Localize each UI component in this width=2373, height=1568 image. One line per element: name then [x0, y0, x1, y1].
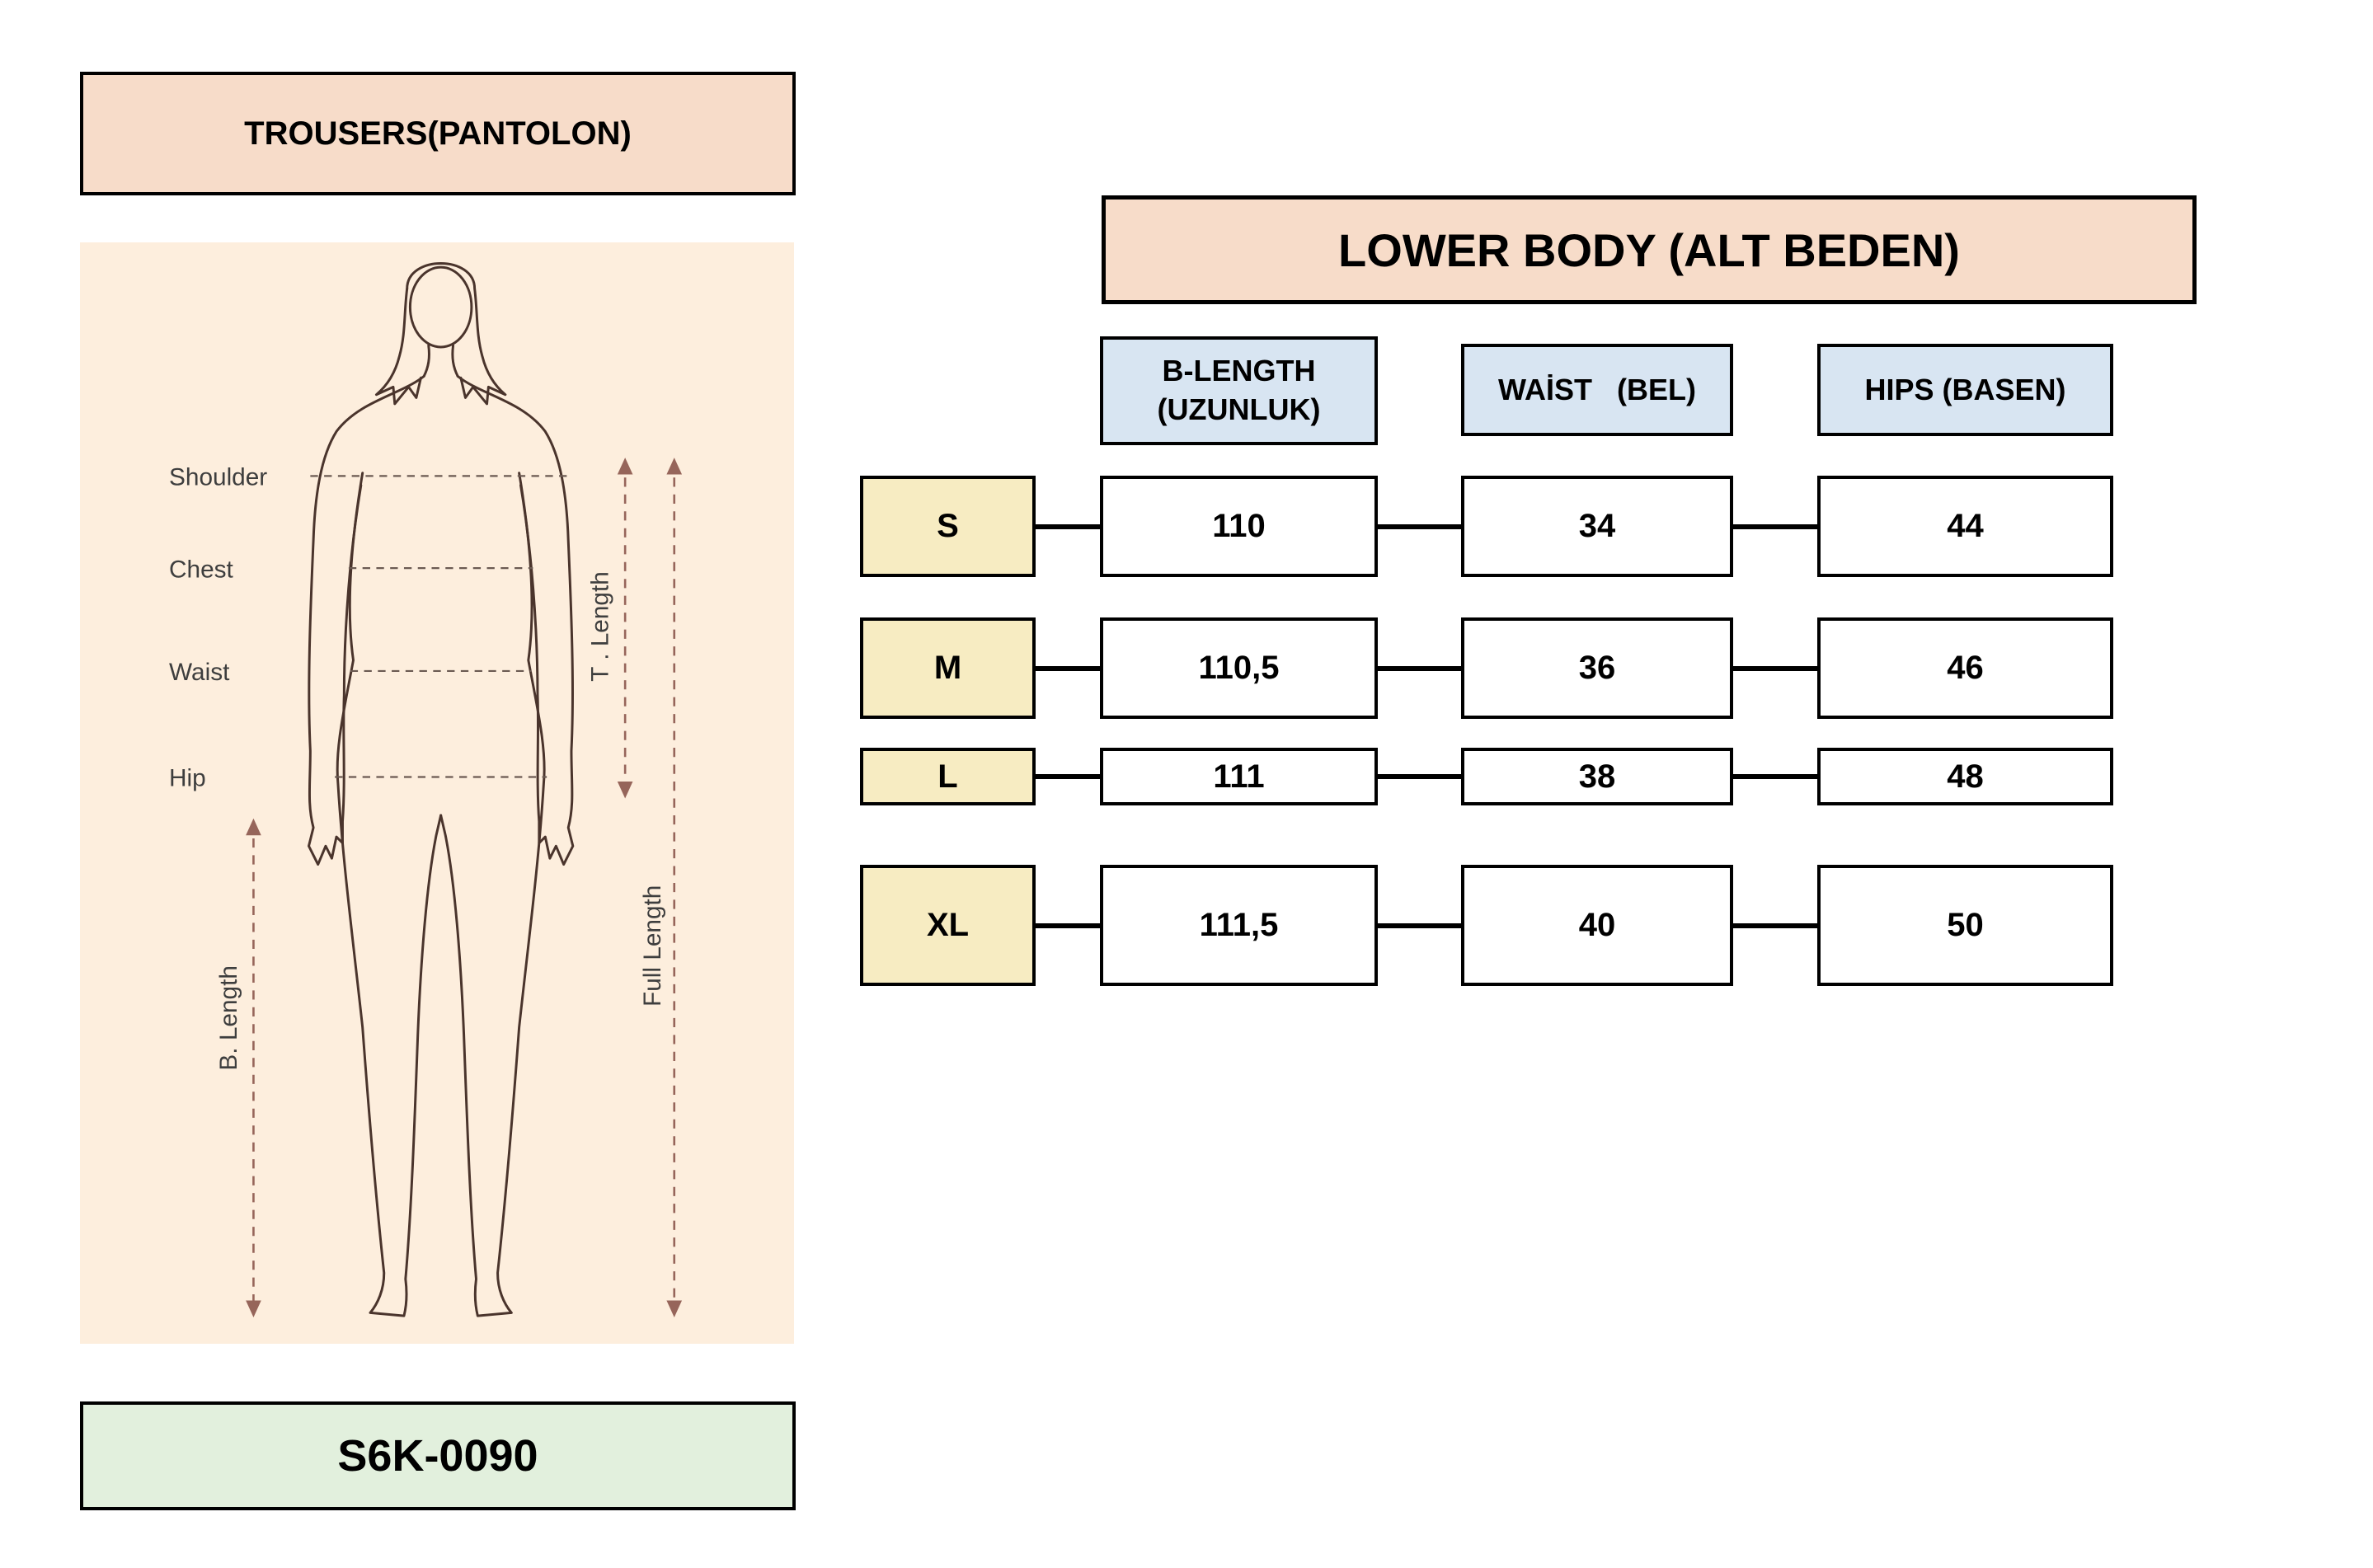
figure-torso-leg-right: [439, 472, 546, 1317]
value-waist: 34: [1461, 476, 1733, 577]
size-label: M: [860, 617, 1036, 719]
t-length-arrowhead-bottom: [617, 782, 633, 799]
size-row-l: L 111 38 48: [0, 748, 2373, 805]
b-length-arrowhead-top: [246, 818, 261, 836]
value-hips: 50: [1817, 865, 2113, 986]
figure-arm-left: [308, 374, 425, 866]
full-length-arrowhead-bottom: [666, 1300, 683, 1317]
connector-line: [1376, 523, 1463, 529]
connector-line: [1036, 774, 1102, 779]
connector-line: [1732, 523, 1819, 529]
figure-head: [408, 265, 473, 349]
figure-arm-right: [456, 374, 575, 866]
connector-line: [1376, 665, 1463, 671]
column-header-hips: HIPS (BASEN): [1817, 344, 2113, 436]
t-length-arrowhead-top: [617, 458, 633, 475]
waist-label: Waist: [169, 659, 230, 686]
connector-line: [1036, 922, 1102, 928]
connector-line: [1036, 665, 1102, 671]
value-length: 110,5: [1100, 617, 1378, 719]
connector-line: [1732, 774, 1819, 779]
full-length-label: Full Length: [639, 885, 666, 1007]
size-label: L: [860, 748, 1036, 805]
connector-line: [1732, 665, 1819, 671]
figure-hair-left: [374, 287, 422, 406]
value-waist: 36: [1461, 617, 1733, 719]
t-length-label: T . Length: [587, 571, 614, 682]
table-title: LOWER BODY (ALT BEDEN): [1102, 195, 2197, 304]
column-header-waist: WAİST (BEL): [1461, 344, 1733, 436]
connector-line: [1376, 922, 1463, 928]
product-type-box: TROUSERS(PANTOLON): [80, 72, 796, 195]
value-hips: 46: [1817, 617, 2113, 719]
b-length-label: B. Length: [215, 965, 242, 1071]
size-row-m: M 110,5 36 46: [0, 617, 2373, 719]
value-length: 110: [1100, 476, 1378, 577]
hip-label: Hip: [169, 765, 206, 792]
b-length-arrowhead-bottom: [246, 1300, 261, 1317]
figure-torso-leg-left: [336, 472, 443, 1317]
product-code-box: S6K-0090: [80, 1401, 796, 1510]
body-figure-panel: Shoulder Chest Waist Hip T . Length Full…: [80, 242, 794, 1344]
value-length: 111,5: [1100, 865, 1378, 986]
size-label: XL: [860, 865, 1036, 986]
length-arrows: [252, 460, 676, 1315]
size-row-s: S 110 34 44: [0, 476, 2373, 577]
figure-hair-right: [406, 262, 507, 406]
size-row-xl: XL 111,5 40 50: [0, 865, 2373, 986]
body-measurement-figure: Shoulder Chest Waist Hip T . Length Full…: [169, 262, 683, 1317]
connector-line: [1376, 774, 1463, 779]
connector-line: [1036, 523, 1102, 529]
value-hips: 48: [1817, 748, 2113, 805]
value-waist: 40: [1461, 865, 1733, 986]
female-silhouette: [308, 262, 575, 1317]
column-header-length: B-LENGTH (UZUNLUK): [1100, 336, 1378, 445]
chest-label: Chest: [169, 556, 234, 583]
size-label: S: [860, 476, 1036, 577]
connector-line: [1732, 922, 1819, 928]
figure-neck-left: [422, 344, 430, 378]
value-waist: 38: [1461, 748, 1733, 805]
value-length: 111: [1100, 748, 1378, 805]
measurement-dash-lines: [310, 475, 571, 778]
figure-neck-right: [451, 344, 459, 378]
full-length-arrowhead-top: [666, 458, 683, 475]
shoulder-label: Shoulder: [169, 464, 267, 491]
arrowheads: [246, 458, 683, 1317]
value-hips: 44: [1817, 476, 2113, 577]
